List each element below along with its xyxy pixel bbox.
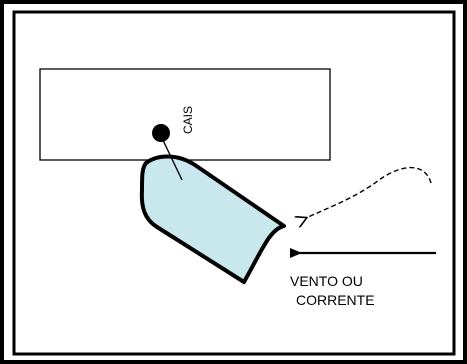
dashed-curved-arrow-icon (306, 166, 432, 218)
pier (39, 68, 331, 161)
boat-hull (139, 154, 286, 284)
force-label-line1: VENTO OU (290, 273, 363, 289)
pier-label: CAIS (181, 106, 195, 134)
frame-inner (12, 10, 456, 356)
mooring-line (160, 135, 183, 181)
bollard-dot-icon (152, 124, 170, 142)
force-label-line2: CORRENTE (296, 292, 375, 308)
